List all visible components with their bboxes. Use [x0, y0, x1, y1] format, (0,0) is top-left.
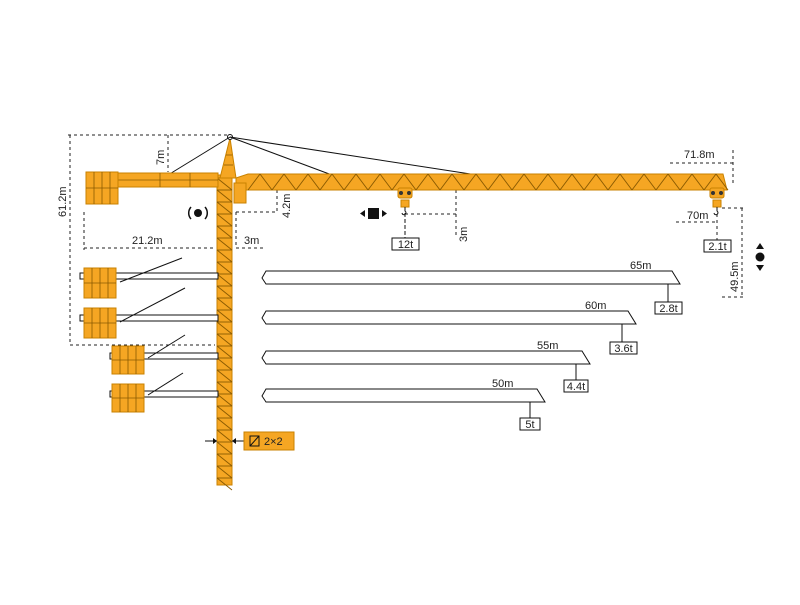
counter-jib-variant-3	[109, 334, 219, 375]
jib-length-label: 55m	[537, 340, 558, 352]
jib-height-label: 4.2m	[281, 194, 293, 218]
counter-jib-variant-2	[79, 287, 219, 339]
counter-jib-length-label: 21.2m	[132, 235, 163, 247]
jib-variant-60m: 60m 3.6t	[261, 300, 638, 355]
hook-icon	[401, 207, 407, 216]
tip-load-label: 4.4t	[567, 381, 585, 393]
hook-icon	[713, 207, 719, 216]
trolley-near	[397, 187, 413, 216]
mast-section-label: 2×2	[264, 436, 283, 448]
mast-section-badge: 2×2	[205, 431, 295, 451]
tip-load-box: 2.1t	[703, 239, 732, 253]
hook-drop-label: 3m	[458, 227, 470, 242]
slewing-icon	[187, 206, 209, 220]
trolley-travel-icon	[360, 208, 387, 219]
tie-rods	[167, 136, 491, 179]
tip-load-value: 2.1t	[708, 241, 726, 253]
jib-variant-55m: 55m 4.4t	[261, 340, 591, 393]
max-load-box: 12t	[391, 207, 420, 251]
counter-jib-variant-4	[109, 372, 219, 413]
hoist-icon	[755, 243, 765, 271]
tip-load-label: 2.8t	[659, 303, 677, 315]
crane-mast	[216, 174, 233, 491]
counterweight	[85, 171, 119, 205]
slewing-cab	[233, 182, 247, 204]
max-radius-label: 71.8m	[684, 149, 715, 161]
trolley-tip	[709, 187, 725, 216]
tower-peak	[219, 134, 237, 179]
dimension-lines	[68, 134, 745, 346]
jib-length-label: 50m	[492, 378, 513, 390]
jib-length-label: 60m	[585, 300, 606, 312]
jib-variant-65m: 65m 2.8t	[261, 260, 683, 315]
main-jib	[233, 173, 729, 204]
mast-section-icon	[249, 435, 260, 447]
total-height-label: 61.2m	[57, 186, 69, 217]
tip-load-label: 3.6t	[614, 343, 632, 355]
jib-length-label: 65m	[630, 260, 651, 272]
max-load-label: 12t	[398, 239, 413, 251]
tip-radius-label: 70m	[687, 210, 708, 222]
tip-load-label: 5t	[525, 419, 534, 431]
counter-jib-variant-1	[79, 257, 219, 299]
counter-jib	[117, 172, 219, 188]
hook-height-label: 49.5m	[729, 261, 741, 292]
top-peak-label: 7m	[155, 150, 167, 165]
mast-offset-label: 3m	[244, 235, 259, 247]
jib-variant-50m: 50m 5t	[261, 378, 546, 431]
